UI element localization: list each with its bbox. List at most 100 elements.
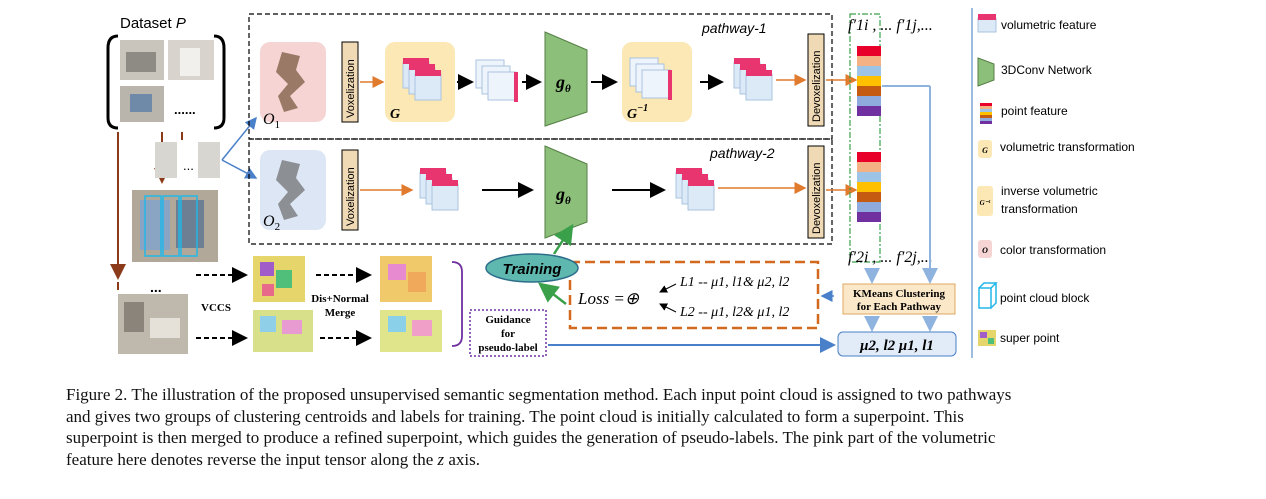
kmeans-box	[842, 283, 956, 315]
point-feature-1	[857, 46, 881, 116]
point-cloud-crops	[155, 142, 220, 178]
voxelization-label-2: Voxelization	[345, 167, 357, 226]
legend-icon-3dconv	[977, 57, 995, 87]
loss-l2: L2 -- μ1, l2& μ1, l2	[679, 305, 789, 320]
point-feature-cell	[857, 162, 881, 172]
volumetric-feature-4	[733, 58, 773, 101]
legend-label-3dconv: 3DConv Network	[1001, 63, 1093, 77]
pathway-1-box	[248, 13, 833, 140]
devoxelization-label-1: Devoxelization	[811, 50, 823, 122]
vccs-label: VCCS	[201, 302, 231, 314]
voxelization-label-1: Voxelization	[345, 59, 357, 118]
point-feature-cell	[980, 112, 992, 115]
figure-caption: Figure 2. The illustration of the propos…	[66, 384, 1216, 470]
devoxelization-label-2: Devoxelization	[811, 162, 823, 234]
legend-icon-ginv-text: G⁻¹	[980, 199, 991, 207]
point-feature-cell	[857, 46, 881, 56]
legend-icon-point-cloud-block	[978, 282, 998, 309]
guidance-line2: for	[501, 328, 515, 340]
dataset-bracket-left	[106, 34, 119, 130]
point-feature-cell	[980, 115, 992, 118]
legend-label-volumetric-transformation: volumetric transformation	[1000, 140, 1135, 154]
f2-label: f′2i , ... f′2j,...	[848, 249, 933, 266]
caption-line-2: and gives two groups of clustering centr…	[66, 406, 964, 426]
point-feature-cell	[857, 86, 881, 96]
voxelization-box-1	[341, 41, 359, 123]
pathway-1-label: pathway-1	[701, 20, 767, 36]
legend-label-point-cloud-block: point cloud block	[1000, 291, 1090, 305]
point-feature-cell	[857, 182, 881, 192]
legend-icon-volumetric-feature	[977, 14, 997, 33]
legend-icon-g-text: G	[982, 146, 988, 155]
volumetric-feature-2	[475, 59, 518, 102]
legend-label-inverse-1: inverse volumetric	[1001, 184, 1098, 198]
legend-label-inverse-2: transformation	[1001, 202, 1078, 216]
volumetric-feature-6	[675, 168, 715, 211]
legend-icon-o	[978, 240, 992, 258]
centroids-box	[837, 331, 957, 357]
arrow-to-pathway1	[221, 116, 257, 161]
legend-icon-g	[978, 140, 992, 158]
loss-label: Loss =⊕	[577, 289, 640, 308]
f1-label: f′1i , ... f′1j,...	[848, 17, 933, 34]
pathway-2-box	[248, 138, 833, 245]
3dconv-network-2	[544, 145, 588, 239]
caption-line-3: superpoint is then merged to produce a r…	[66, 428, 996, 447]
legend-label-volumetric-feature: volumetric feature	[1001, 18, 1097, 32]
superpoint-bracket	[451, 261, 463, 347]
legend-icon-super-point	[978, 330, 996, 346]
legend-label-super-point: super point	[1000, 331, 1060, 345]
training-label: Training	[503, 261, 562, 278]
point-feature-cell	[857, 56, 881, 66]
gtheta-label-2: gθ	[555, 184, 571, 207]
room-ellipsis: ...	[150, 279, 162, 295]
loss-box	[568, 260, 820, 330]
point-feature-cell	[857, 152, 881, 162]
guidance-line3: pseudo-label	[478, 342, 537, 354]
legend-icon-ginv	[977, 186, 993, 216]
o2-label: O2	[263, 213, 280, 233]
point-feature-cell	[857, 172, 881, 182]
dataset-label: Dataset P	[120, 15, 186, 32]
arrow-training-to-gtheta	[552, 223, 574, 255]
o2-point-cloud	[276, 160, 305, 220]
devoxelization-box-1	[807, 33, 825, 127]
arrow-to-pathway2	[221, 159, 258, 179]
kmeans-line2: for Each Pathway	[857, 301, 942, 313]
point-feature-2	[857, 152, 881, 222]
volumetric-feature-5	[419, 168, 459, 211]
legend-label-color-transformation: color transformation	[1000, 243, 1106, 257]
crops-ellipsis: ...	[183, 158, 194, 173]
dataset-thumbnails	[120, 40, 214, 122]
point-feature-cell	[857, 202, 881, 212]
volumetric-feature-3	[629, 57, 672, 100]
voxelization-box-2	[341, 149, 359, 231]
dataset-ellipsis: ......	[174, 102, 196, 117]
loss-l1: L1 -- μ1, l1& μ2, l2	[679, 275, 789, 290]
caption-line-4: feature here denotes reverse the input t…	[66, 449, 481, 469]
devoxelization-box-2	[807, 145, 825, 239]
merge-line2: Merge	[325, 307, 356, 319]
point-feature-cell	[980, 121, 992, 124]
arrow-loss-to-training	[538, 282, 567, 305]
point-feature-cell	[980, 109, 992, 112]
room-with-blocks	[132, 190, 218, 262]
pathway-2-label: pathway-2	[709, 145, 775, 161]
point-feature-cell	[980, 106, 992, 109]
point-feature-cell	[857, 106, 881, 116]
point-feature-cell	[980, 118, 992, 121]
legend-icon-o-text: O	[982, 246, 988, 255]
legend-label-point-feature: point feature	[1001, 104, 1068, 118]
feature-column-group	[849, 13, 881, 263]
guidance-line1: Guidance	[485, 314, 530, 326]
training-ellipse	[485, 253, 579, 283]
point-feature-cell	[857, 66, 881, 76]
room-photos	[118, 294, 188, 354]
refined-superpoint-images	[380, 256, 442, 352]
point-feature-cell	[857, 76, 881, 86]
kmeans-line1: KMeans Clustering	[853, 288, 945, 300]
3dconv-network-1	[544, 31, 588, 127]
legend-icon-point-feature	[980, 103, 992, 124]
arrow-l1-to-loss	[659, 283, 677, 293]
dataset-bracket-right	[213, 34, 226, 130]
